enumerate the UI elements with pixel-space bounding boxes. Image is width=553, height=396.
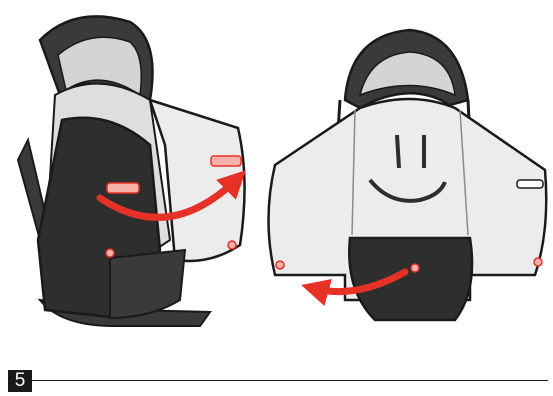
step-number-badge: 5 [8,370,32,392]
left-snap-light [228,241,236,249]
right-snap-right [534,258,542,266]
right-cover-dark [349,238,472,320]
right-snap-left [276,261,284,269]
left-velcro-tab-light [211,156,241,166]
stroller-right [269,30,547,320]
left-velcro-tab-dark [107,183,139,193]
right-velcro-tab [517,180,543,188]
left-cover-dark-lower [110,250,185,318]
left-snap-dark [106,249,114,257]
right-strap-1 [397,135,399,168]
right-snap-center [411,264,419,272]
step-divider-line [32,380,548,381]
stroller-left [18,16,245,326]
